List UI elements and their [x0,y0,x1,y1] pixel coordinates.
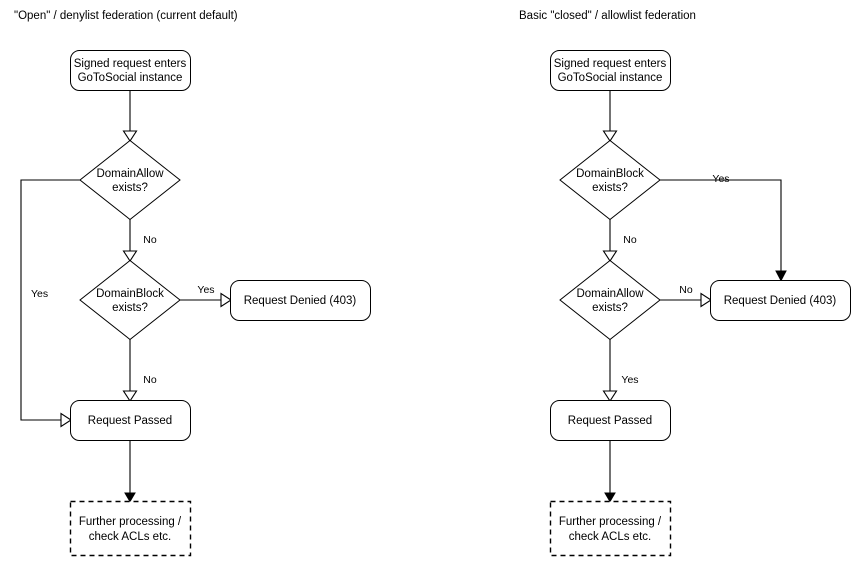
request-denied-label: Request Denied (403) [724,295,837,307]
node-request-denied-left: Request Denied (403) [230,280,371,321]
edge-passed-to-further-left [124,440,136,503]
domainallow-label-line1: DomainAllow [96,168,164,180]
arrowhead-open-icon [220,292,233,308]
arrowhead-open-icon [602,250,618,263]
edge-domainblock-no-to-passed: No [122,339,157,403]
arrowhead-open-icon [122,250,138,263]
panel-open-denylist: "Open" / denylist federation (current de… [14,10,371,557]
domainallow-label-line2: exists? [592,302,628,314]
arrowhead-open-icon [602,130,618,143]
arrowhead-open-icon [700,292,713,308]
arrowhead-filled-icon [604,492,616,503]
further-processing-label-line1: Further processing / [559,516,662,528]
node-decision-domainallow-left: DomainAllow exists? [79,139,181,221]
domainblock-label-line2: exists? [112,302,148,314]
edge-label-domainallow-yes: Yes [621,374,638,386]
further-processing-box-shape [549,500,672,557]
domainallow-label-line2: exists? [112,182,148,194]
panel-title-open-denylist: "Open" / denylist federation (current de… [14,10,238,22]
request-passed-label: Request Passed [568,415,652,427]
domainblock-label-line2: exists? [592,182,628,194]
further-processing-label-line1: Further processing / [79,516,182,528]
edge-domainallow-yes-to-passed: Yes [602,339,639,403]
panel-closed-allowlist: Basic "closed" / allowlist federation Si… [519,10,851,557]
node-further-processing-left: Further processing / check ACLs etc. [69,500,192,557]
node-entry-left: Signed request enters GoToSocial instanc… [70,50,191,91]
edge-domainblock-yes-to-denied: Yes [180,284,233,308]
edge-domainallow-yes-to-passed: Yes [20,179,80,428]
edge-label-domainallow-no: No [679,284,693,296]
node-request-denied-right: Request Denied (403) [710,280,851,321]
entry-label-line1: Signed request enters [554,58,667,70]
node-entry-right: Signed request enters GoToSocial instanc… [550,50,671,91]
further-processing-label-line2: check ACLs etc. [89,531,171,543]
domainblock-label-line1: DomainBlock [576,168,644,180]
edge-label-domainblock-yes: Yes [197,284,214,296]
node-request-passed-left: Request Passed [70,400,191,441]
node-decision-domainallow-right: DomainAllow exists? [559,259,661,341]
arrowhead-filled-icon [124,492,136,503]
further-processing-box-shape [69,500,192,557]
entry-box-shape [550,50,671,91]
arrowhead-open-icon [122,130,138,143]
entry-label-line1: Signed request enters [74,58,187,70]
entry-box-shape [70,50,191,91]
node-request-passed-right: Request Passed [550,400,671,441]
node-further-processing-right: Further processing / check ACLs etc. [549,500,672,557]
edge-entry-to-domainblock [602,90,618,143]
edge-domainallow-no-to-denied: No [660,284,713,308]
request-denied-label: Request Denied (403) [244,295,357,307]
edge-entry-to-domainallow [122,90,138,143]
domainblock-label-line1: DomainBlock [96,288,164,300]
domainallow-label-line1: DomainAllow [576,288,644,300]
entry-label-line2: GoToSocial instance [558,72,663,84]
request-denied-box-shape [230,280,371,321]
entry-label-line2: GoToSocial instance [78,72,183,84]
panel-title-closed-allowlist: Basic "closed" / allowlist federation [519,10,696,22]
node-decision-domainblock-right: DomainBlock exists? [559,139,661,221]
edge-label-domainblock-no: No [623,234,637,246]
edge-passed-to-further-right [604,440,616,503]
edge-domainblock-no-to-domainallow: No [602,219,637,263]
arrowhead-open-icon [122,390,138,403]
node-decision-domainblock-left: DomainBlock exists? [79,259,181,341]
request-passed-label: Request Passed [88,415,172,427]
edge-label-domainblock-yes: Yes [712,173,729,185]
edge-domainblock-yes-to-denied-right: Yes [660,173,787,282]
edge-label-domainallow-yes: Yes [31,288,48,300]
edge-label-domainallow-no: No [143,234,157,246]
arrowhead-filled-icon [775,270,787,282]
edge-label-domainblock-no: No [143,374,157,386]
further-processing-label-line2: check ACLs etc. [569,531,651,543]
arrowhead-open-icon [60,412,73,428]
arrowhead-open-icon [602,390,618,403]
edge-domainallow-no-to-domainblock: No [122,219,157,263]
